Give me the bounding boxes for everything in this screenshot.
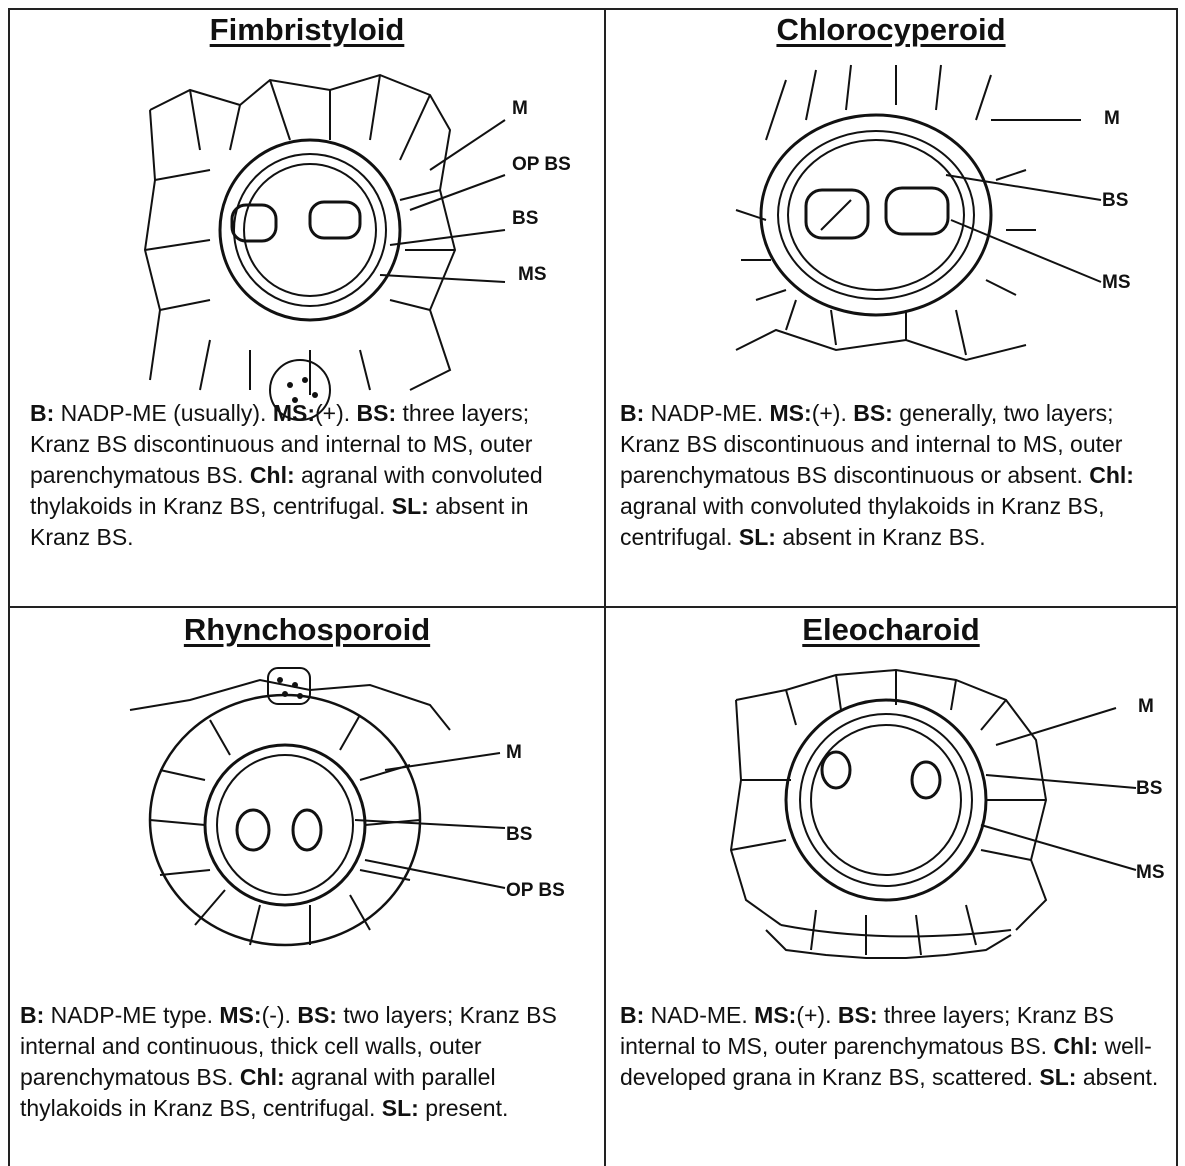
grid-divider-horizontal (8, 606, 1178, 608)
leaf-anatomy-illustration (606, 660, 1176, 960)
label-ms: MS (1102, 272, 1131, 294)
label-bs: BS (506, 824, 532, 846)
label-m: M (512, 98, 528, 120)
panel-title: Eleocharoid (606, 612, 1176, 648)
label-bs: BS (512, 208, 538, 230)
label-bs: BS (1136, 778, 1162, 800)
panel-title: Rhynchosporoid (10, 612, 604, 648)
panel-eleocharoid: Eleocharoid M BS MS B: NAD-ME. MS:(+). B… (606, 610, 1176, 1166)
label-ms: MS (1136, 862, 1165, 884)
panel-rhynchosporoid: Rhynchosporoid M BS OP BS B: NADP-ME typ… (10, 610, 604, 1166)
grid-border-right (1176, 8, 1178, 1166)
label-op-bs: OP BS (506, 880, 565, 902)
panel-chlorocyperoid: Chlorocyperoid M BS MS B: NADP-ME. MS:(+… (606, 10, 1176, 606)
panel-description: B: NAD-ME. MS:(+). BS: three layers; Kra… (620, 1000, 1174, 1093)
label-ms: MS (518, 264, 547, 286)
panel-description: B: NADP-ME. MS:(+). BS: generally, two l… (620, 398, 1174, 553)
leaf-anatomy-illustration (606, 60, 1176, 380)
label-m: M (1104, 108, 1120, 130)
panel-description: B: NADP-ME (usually). MS:(+). BS: three … (30, 398, 590, 553)
panel-description: B: NADP-ME type. MS:(-). BS: two layers;… (20, 1000, 596, 1124)
panel-fimbristyloid: Fimbristyloid M OP BS BS MS B: NADP-M (10, 10, 604, 606)
label-bs: BS (1102, 190, 1128, 212)
label-op-bs: OP BS (512, 154, 571, 176)
label-m: M (506, 742, 522, 764)
panel-title: Fimbristyloid (10, 12, 604, 48)
leaf-anatomy-illustration (10, 660, 604, 960)
label-m: M (1138, 696, 1154, 718)
panel-title: Chlorocyperoid (606, 12, 1176, 48)
